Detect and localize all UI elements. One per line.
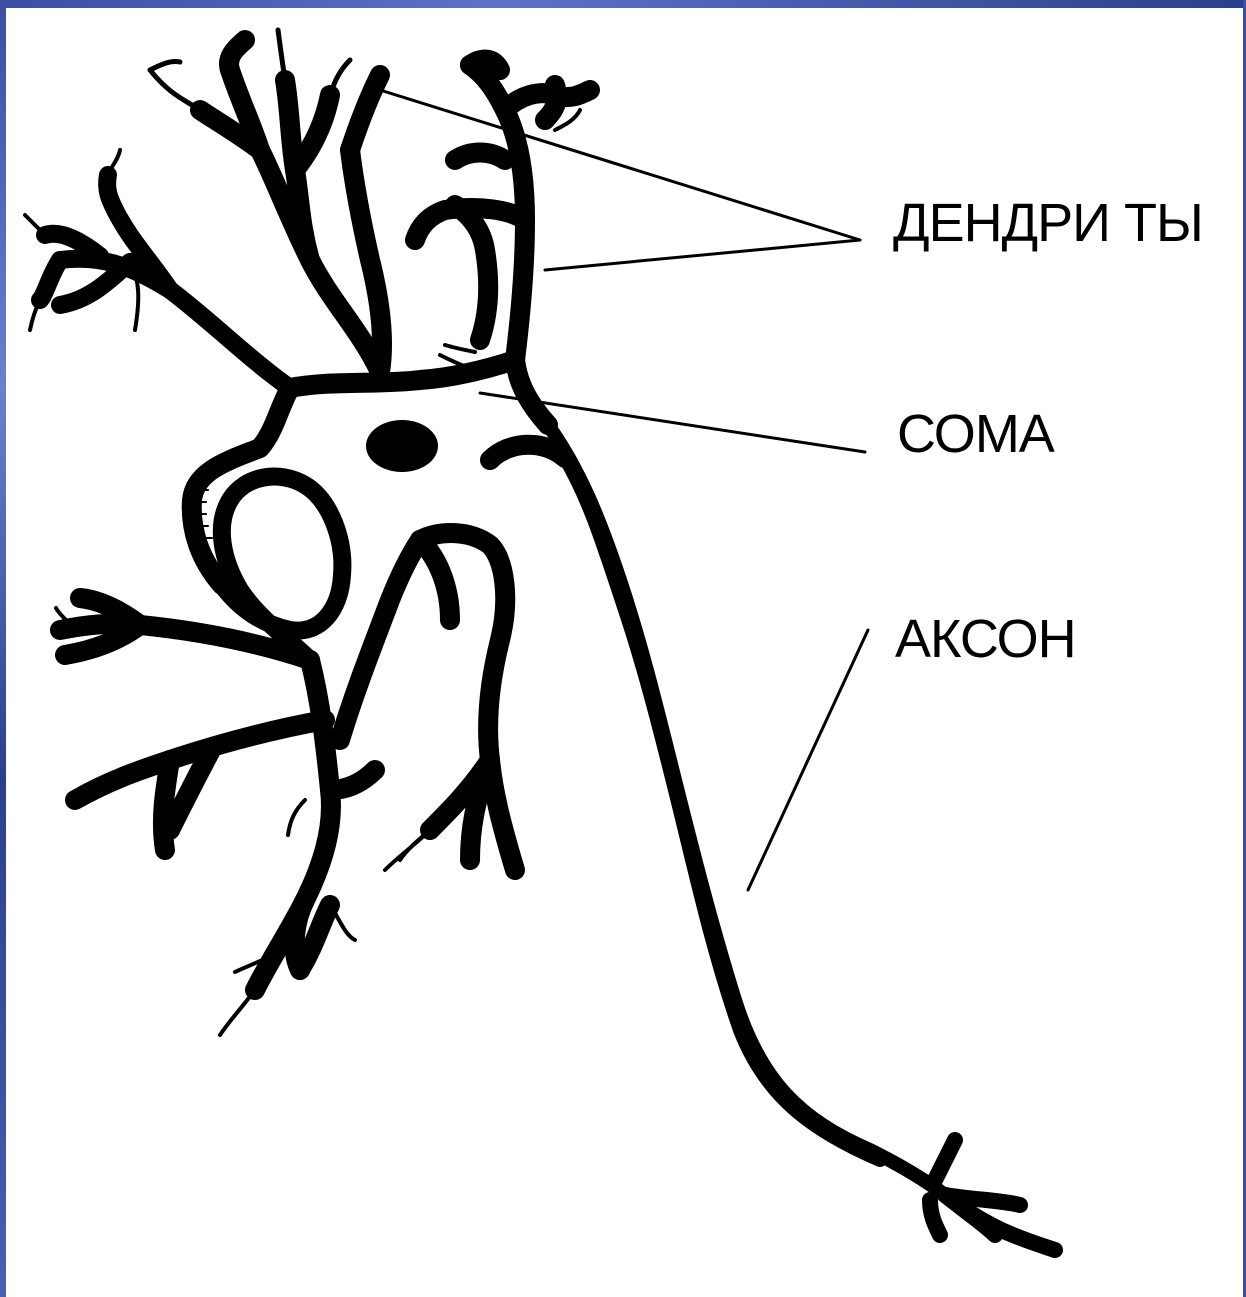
dendrite-upper-left xyxy=(40,175,290,388)
dendrite-upper-middle xyxy=(200,40,382,372)
leader-axon xyxy=(748,630,868,890)
axon xyxy=(548,425,945,1195)
axon-terminal xyxy=(930,1140,1055,1250)
leader-dendrites-b xyxy=(545,240,860,270)
dendrite-lower-middle-fine xyxy=(385,815,450,870)
soma-outline xyxy=(192,360,565,585)
label-soma: СОМА xyxy=(897,407,1054,461)
dendrite-lower-middle xyxy=(340,533,515,870)
nucleus xyxy=(366,420,438,472)
dendrite-upper-right xyxy=(415,60,590,360)
label-dendrites: ДЕНДРИ ТЫ xyxy=(893,196,1203,250)
dendrite-lower-left xyxy=(60,598,375,990)
label-axon: АКСОН xyxy=(895,612,1076,666)
